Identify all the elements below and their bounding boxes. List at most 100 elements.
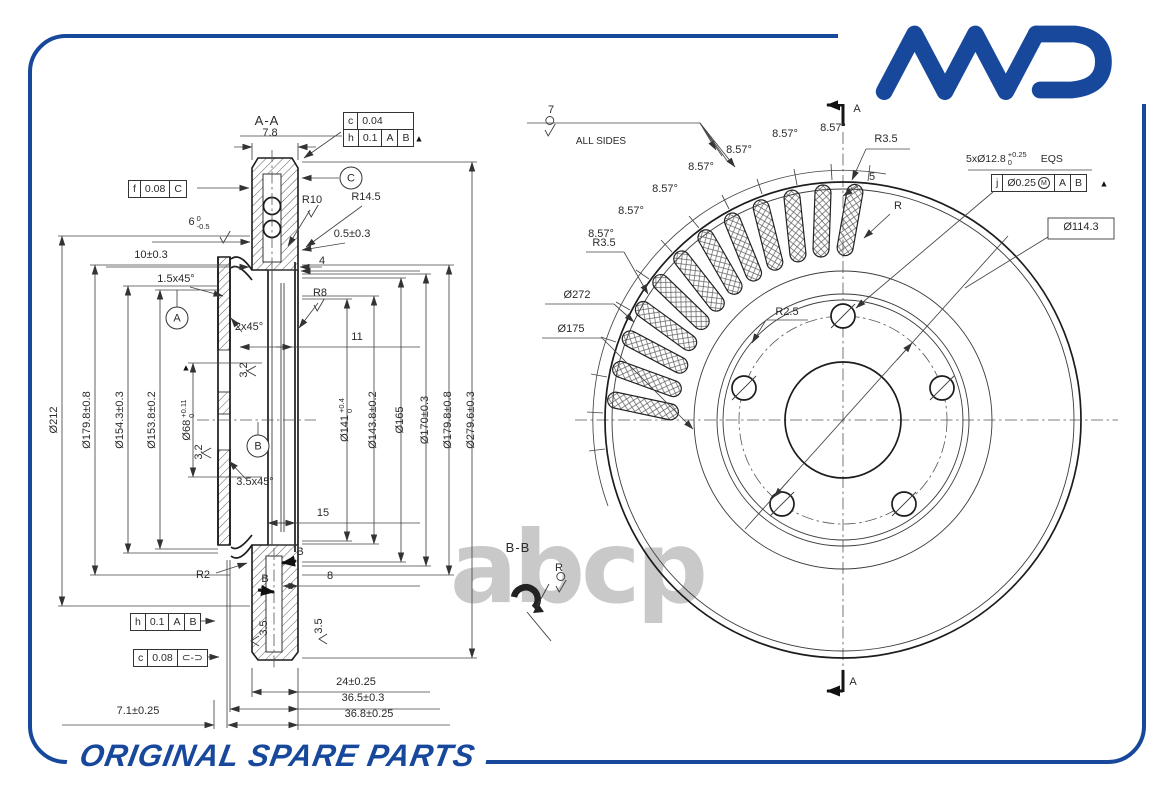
dim-36-5: 36.5±0.3 bbox=[341, 692, 385, 705]
section-b-arrow: B bbox=[261, 573, 269, 586]
section-view bbox=[58, 131, 477, 730]
fcf-symbol: j bbox=[996, 177, 999, 189]
dim-0-5: 0.5±0.3 bbox=[333, 228, 371, 241]
dim-value: 5xØ12.8 bbox=[966, 153, 1006, 166]
fcf-symbol: f bbox=[133, 183, 136, 195]
front-view bbox=[510, 99, 1118, 697]
fcf-datum: A bbox=[168, 614, 184, 630]
fcf-datum: B bbox=[1069, 175, 1086, 191]
dim-value: Ø68 bbox=[181, 419, 194, 441]
radius-r14-5: R14.5 bbox=[351, 191, 381, 204]
dia-154-3: Ø154.3±0.3 bbox=[114, 391, 127, 449]
angle-8-57: 8.57° bbox=[618, 205, 644, 218]
dim-value: Ø141 bbox=[339, 414, 352, 442]
section-a-label: A bbox=[853, 103, 861, 116]
section-a-label: A bbox=[849, 676, 857, 689]
fcf-modifier: ⊂-⊃ bbox=[176, 650, 207, 666]
tol-lower: -0.5 bbox=[196, 222, 210, 231]
amd-logo-icon: AMD bbox=[875, 25, 1112, 101]
angle-8-57: 8.57° bbox=[726, 144, 752, 157]
angle-8-57: 8.57° bbox=[688, 161, 714, 174]
roughness-3-5: 3.5 bbox=[313, 618, 326, 634]
roughness-3-2: 3.2 bbox=[193, 444, 206, 460]
dim-11: 11 bbox=[351, 331, 363, 344]
angle-8-57: 8.57° bbox=[772, 128, 798, 141]
radius-r-bb: R bbox=[555, 562, 563, 575]
fcf-datum: B bbox=[184, 614, 200, 630]
radius-r3-5: R3.5 bbox=[874, 133, 898, 146]
all-sides-note: ALL SIDES bbox=[575, 135, 627, 147]
dia-165: Ø165 bbox=[394, 406, 407, 434]
dim-24: 24±0.25 bbox=[336, 676, 376, 689]
dim-36-8: 36.8±0.25 bbox=[344, 708, 394, 721]
fcf-symbol: h bbox=[135, 616, 141, 628]
datum-triangle: ▲ bbox=[1099, 178, 1109, 189]
dim-8: 8 bbox=[326, 570, 334, 583]
dia-279-6: Ø279.6±0.3 bbox=[465, 391, 478, 449]
footer-slogan: ORIGINAL SPARE PARTS bbox=[64, 738, 491, 774]
radius-r2-5: R2.5 bbox=[775, 306, 799, 319]
dim-value: 6 bbox=[188, 216, 195, 229]
radius-r3-5: R3.5 bbox=[592, 237, 616, 250]
tol-lower: 0 bbox=[345, 408, 354, 413]
angle-8-57: 8.57° bbox=[652, 183, 678, 196]
tol-lower: 0 bbox=[187, 413, 196, 418]
chamfer-2x45: 2x45° bbox=[234, 321, 264, 334]
roughness-3-2: 3.2 bbox=[238, 362, 251, 378]
dim-15: 15 bbox=[316, 507, 330, 520]
radius-r8: R8 bbox=[312, 287, 328, 300]
dia-179-8-r: Ø179.8±0.8 bbox=[442, 391, 455, 449]
tol-upper: 0 bbox=[196, 213, 201, 223]
dim-7-1: 7.1±0.25 bbox=[116, 705, 160, 718]
fcf-top: c 0.04 h 0.1 A B bbox=[343, 112, 415, 147]
datum-triangle: ▲ bbox=[181, 362, 191, 373]
fcf-datum: A bbox=[1053, 175, 1070, 191]
fcf-tolerance: 0.08 bbox=[139, 181, 169, 197]
dia-272: Ø272 bbox=[563, 289, 591, 302]
fcf-h: h 0.1 A B bbox=[130, 613, 202, 631]
dia-143-8: Ø143.8±0.2 bbox=[367, 391, 380, 449]
eqs-note: EQS bbox=[1040, 153, 1063, 166]
sheet-border bbox=[28, 34, 1146, 764]
dia-212: Ø212 bbox=[48, 406, 61, 434]
dia-170: Ø170±0.3 bbox=[419, 395, 432, 445]
roughness-7: 7 bbox=[547, 104, 555, 117]
fcf-tolerance: 0.1 bbox=[357, 130, 382, 146]
dia-179-8: Ø179.8±0.8 bbox=[81, 391, 94, 449]
dim-10: 10±0.3 bbox=[134, 249, 168, 262]
fcf-tolerance: 0.08 bbox=[147, 650, 176, 666]
fcf-symbol: h bbox=[348, 132, 354, 144]
fcf-symbol: c bbox=[348, 115, 354, 127]
dia-153-8: Ø153.8±0.2 bbox=[146, 391, 159, 449]
radius-r10: R10 bbox=[301, 194, 323, 207]
amd-logo: AMD bbox=[838, 20, 1156, 104]
radius-r2: R2 bbox=[195, 569, 211, 582]
section-b-arrow: B bbox=[296, 546, 304, 559]
dim-4: 4 bbox=[318, 255, 326, 268]
dia-114-3: Ø114.3 bbox=[1063, 221, 1099, 234]
dia-175: Ø175 bbox=[557, 323, 585, 336]
datum-b: B bbox=[246, 434, 270, 458]
chamfer-3-5x45: 3.5x45° bbox=[236, 476, 274, 489]
fcf-tolerance: 0.1 bbox=[144, 614, 169, 630]
fcf-tolerance: Ø0.25 bbox=[1007, 177, 1036, 189]
fcf-c: c 0.08 ⊂-⊃ bbox=[133, 649, 208, 667]
dim-6-tol: 6 0-0.5 bbox=[188, 213, 210, 232]
datum-c: C bbox=[339, 166, 363, 190]
fcf-f: f 0.08 C bbox=[128, 180, 187, 198]
roughness-3-5: 3.5 bbox=[258, 620, 271, 636]
fcf-symbol: c bbox=[138, 652, 144, 664]
vent-slots bbox=[607, 183, 864, 421]
datum-triangle: ▲ bbox=[414, 133, 424, 144]
dim-7-8: 7.8 bbox=[262, 127, 278, 140]
dim-5: 5 bbox=[868, 171, 876, 184]
angle-8-57: 8.57° bbox=[588, 228, 614, 241]
angle-8-57: 8.57° bbox=[820, 122, 846, 135]
fcf-datum: B bbox=[397, 130, 413, 146]
fcf-tolerance: 0.04 bbox=[357, 113, 386, 129]
